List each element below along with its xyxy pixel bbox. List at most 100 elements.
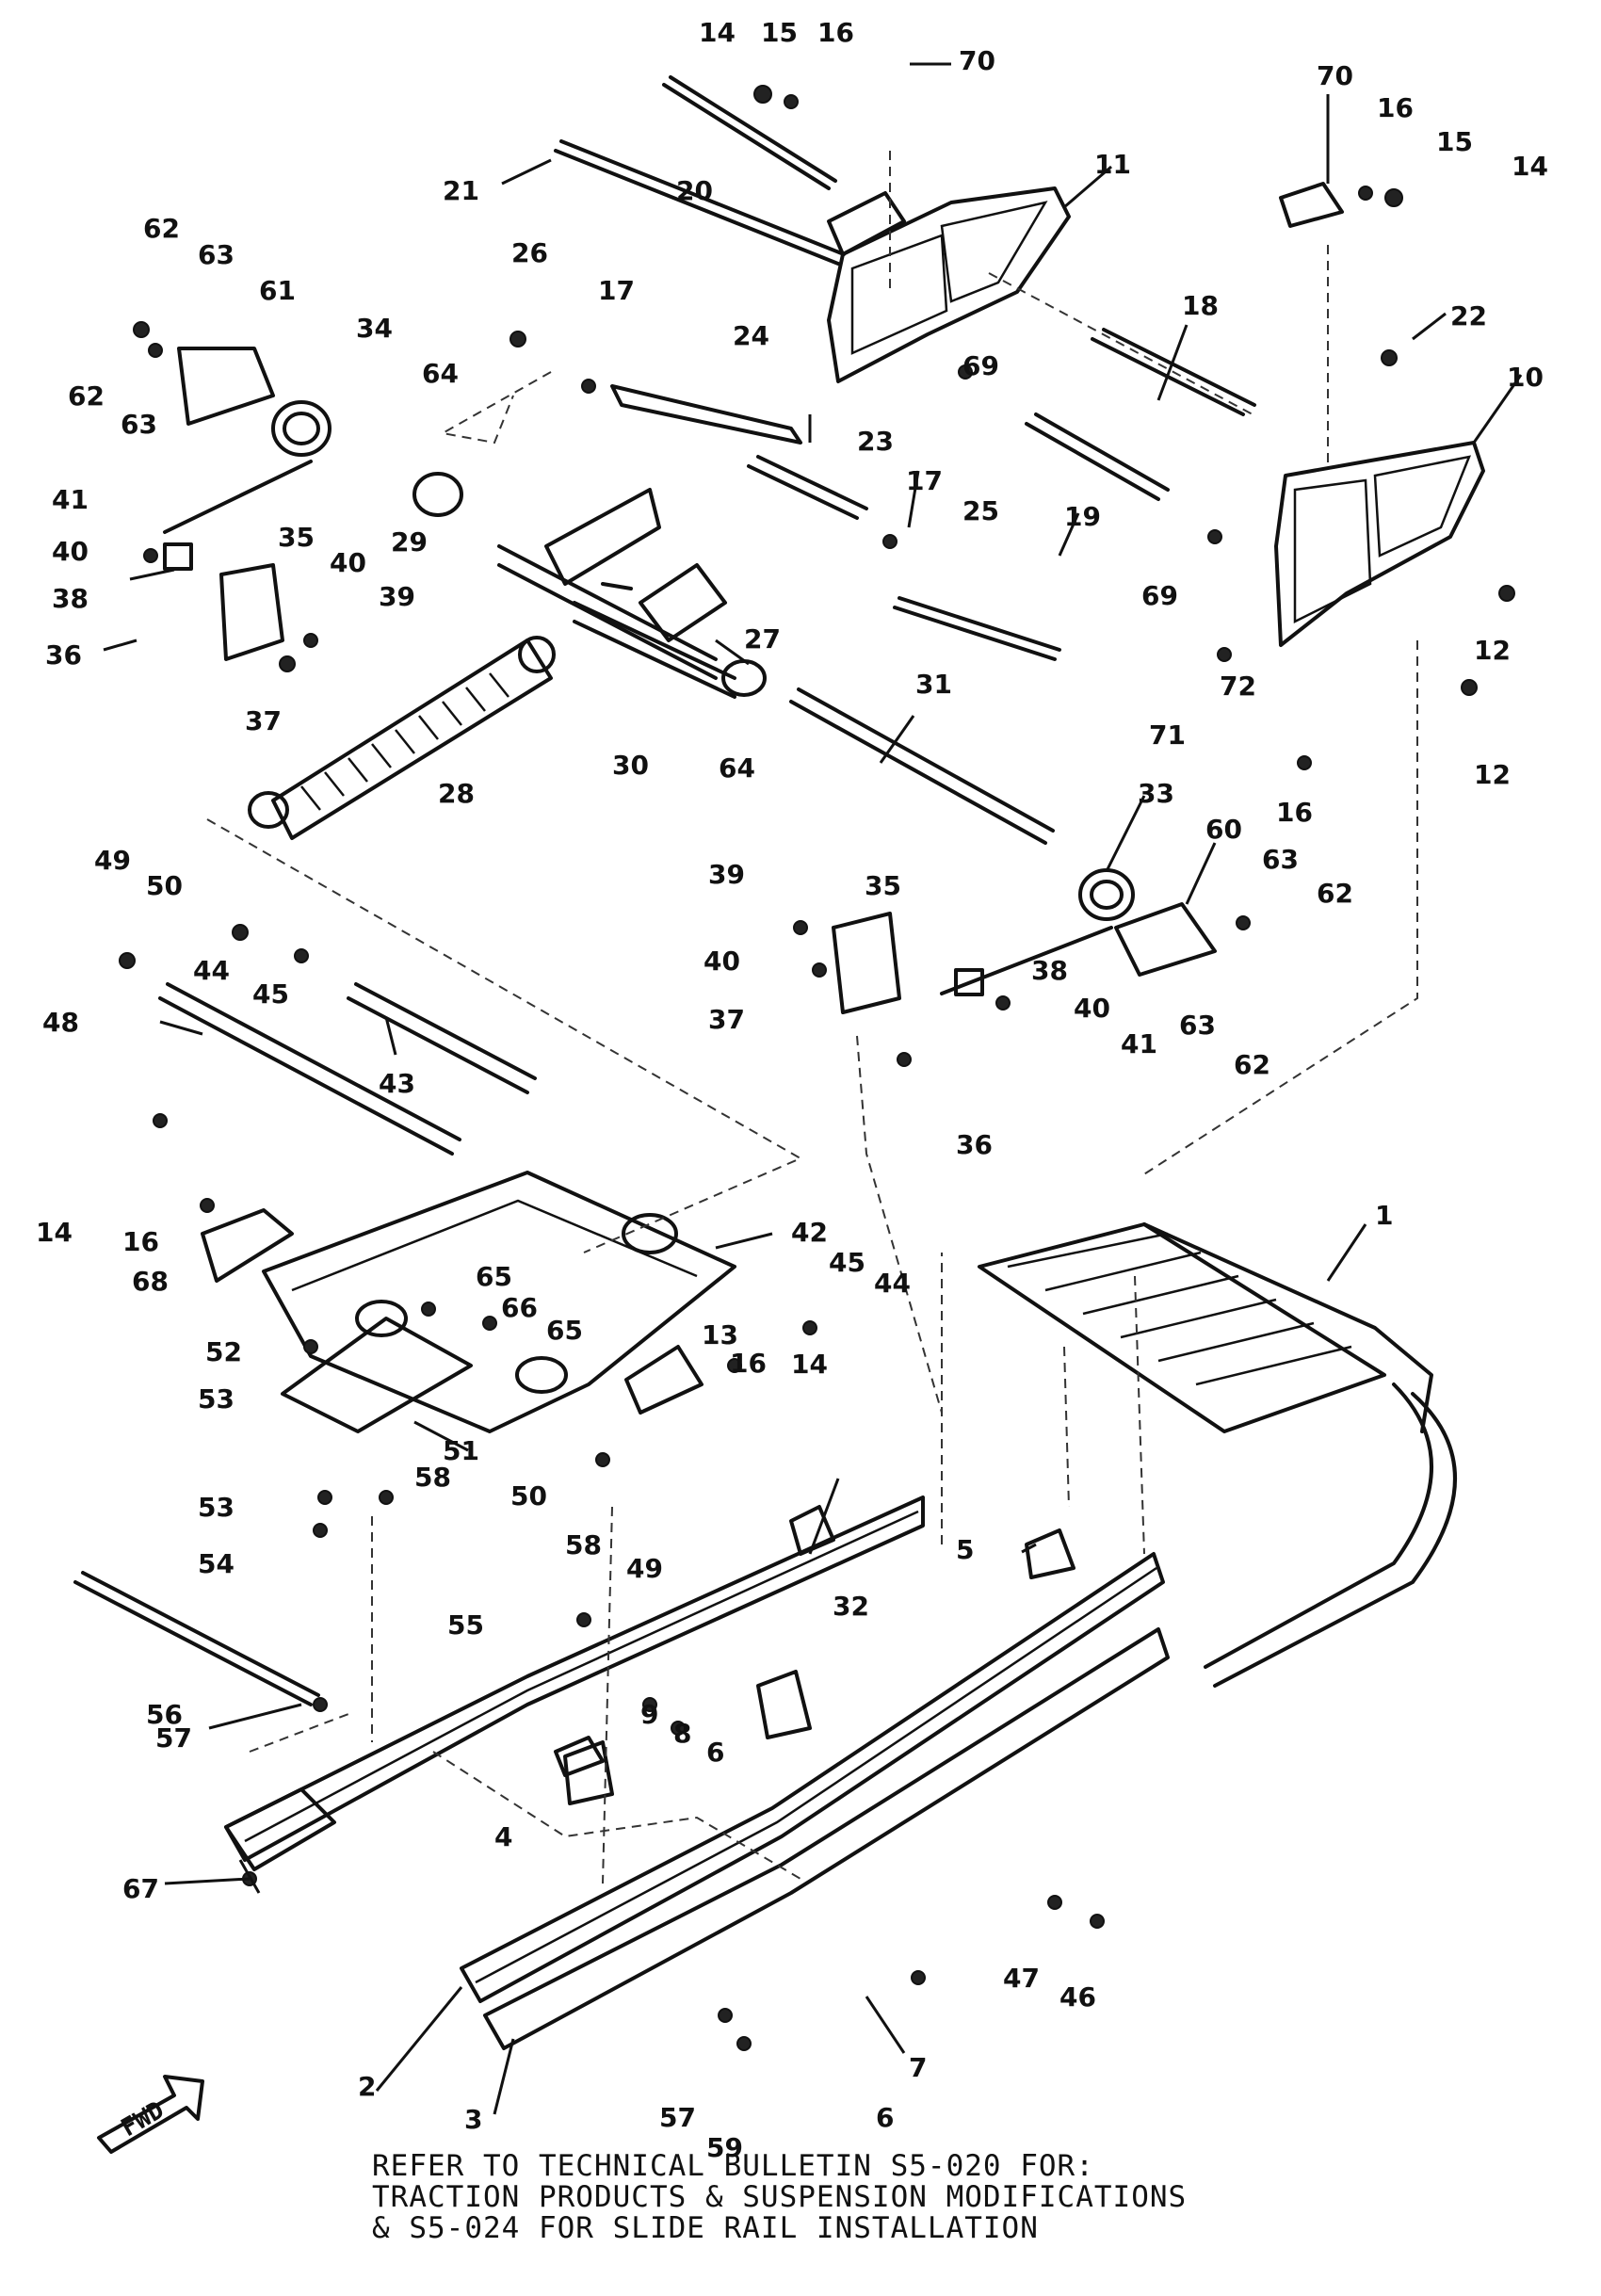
part-label-16b: 16 bbox=[1377, 92, 1414, 123]
part-label-49b: 49 bbox=[626, 1553, 663, 1584]
part-label-21: 21 bbox=[443, 175, 479, 206]
part-label-72: 72 bbox=[1220, 671, 1256, 702]
shock-absorber-28 bbox=[248, 636, 556, 840]
part-label-62b: 62 bbox=[68, 380, 105, 412]
part-label-33: 33 bbox=[1138, 778, 1174, 809]
part-label-38a: 38 bbox=[52, 583, 89, 614]
part-label-15b: 15 bbox=[1436, 126, 1473, 157]
leader-lines bbox=[103, 62, 1523, 2115]
part-label-60: 60 bbox=[1205, 814, 1242, 845]
part-label-16a: 16 bbox=[817, 17, 854, 48]
part-label-64b: 64 bbox=[719, 752, 755, 784]
front-arm-42 bbox=[262, 1171, 736, 1433]
front-arm-assembly bbox=[412, 384, 802, 699]
part-label-34: 34 bbox=[356, 313, 393, 344]
part-label-40b: 40 bbox=[330, 547, 366, 578]
torsion-springs bbox=[177, 347, 1217, 977]
part-label-43: 43 bbox=[379, 1068, 415, 1099]
forward-arrow-icon: FWD bbox=[97, 2075, 204, 2154]
part-label-10: 10 bbox=[1507, 362, 1544, 393]
small-brackets bbox=[201, 182, 1344, 1805]
part-label-4: 4 bbox=[494, 1821, 512, 1852]
note-line-1: REFER TO TECHNICAL BULLETIN S5-020 FOR: bbox=[372, 2149, 1094, 2183]
part-label-23: 23 bbox=[857, 426, 894, 457]
part-label-14c: 14 bbox=[36, 1217, 73, 1248]
part-label-68: 68 bbox=[132, 1266, 169, 1297]
part-label-58a: 58 bbox=[414, 1462, 451, 1493]
part-label-7: 7 bbox=[909, 2052, 927, 2083]
part-label-38b: 38 bbox=[1031, 955, 1068, 986]
note-line-3: & S5-024 FOR SLIDE RAIL INSTALLATION bbox=[372, 2211, 1039, 2245]
part-label-51: 51 bbox=[443, 1435, 479, 1466]
part-label-1: 1 bbox=[1375, 1200, 1393, 1231]
part-label-24: 24 bbox=[733, 320, 769, 351]
part-label-25: 25 bbox=[962, 495, 999, 526]
part-label-66: 66 bbox=[501, 1292, 538, 1323]
part-label-28: 28 bbox=[438, 778, 475, 809]
part-label-58b: 58 bbox=[565, 1529, 602, 1560]
rear-arm-bracket-11 bbox=[827, 186, 1071, 383]
part-label-16c: 16 bbox=[1276, 797, 1313, 828]
part-label-64a: 64 bbox=[422, 358, 459, 389]
part-label-57a: 57 bbox=[155, 1722, 192, 1754]
part-label-14d: 14 bbox=[791, 1349, 828, 1380]
part-label-40d: 40 bbox=[1074, 993, 1110, 1024]
part-label-41b: 41 bbox=[1121, 1028, 1157, 1059]
part-label-14b: 14 bbox=[1512, 151, 1548, 182]
shafts bbox=[73, 75, 1256, 1706]
part-label-27: 27 bbox=[744, 623, 781, 655]
part-label-37b: 37 bbox=[708, 1004, 745, 1035]
part-label-40c: 40 bbox=[703, 946, 740, 977]
part-label-59: 59 bbox=[706, 2132, 743, 2163]
part-label-69b: 69 bbox=[1141, 580, 1178, 611]
part-label-44b: 44 bbox=[874, 1268, 911, 1299]
part-label-67: 67 bbox=[122, 1873, 159, 1904]
part-label-50a: 50 bbox=[146, 870, 183, 901]
part-label-61: 61 bbox=[259, 275, 296, 306]
part-label-6b: 6 bbox=[876, 2102, 894, 2133]
part-label-35b: 35 bbox=[865, 870, 901, 901]
part-label-32: 32 bbox=[833, 1591, 869, 1622]
part-label-69a: 69 bbox=[962, 350, 999, 381]
part-label-65b: 65 bbox=[546, 1315, 583, 1346]
part-label-63a: 63 bbox=[198, 239, 234, 270]
part-label-48: 48 bbox=[42, 1007, 79, 1038]
part-label-35a: 35 bbox=[278, 522, 315, 553]
part-label-63b: 63 bbox=[121, 409, 157, 440]
part-label-41a: 41 bbox=[52, 484, 89, 515]
part-label-9: 9 bbox=[640, 1699, 658, 1730]
part-label-36a: 36 bbox=[45, 639, 82, 671]
part-label-62c: 62 bbox=[1317, 878, 1353, 909]
part-label-54: 54 bbox=[198, 1548, 234, 1579]
part-label-2: 2 bbox=[358, 2071, 376, 2102]
part-label-37a: 37 bbox=[245, 705, 282, 736]
part-label-20: 20 bbox=[676, 175, 713, 206]
hardware bbox=[119, 85, 1515, 2051]
part-label-52: 52 bbox=[205, 1336, 242, 1367]
part-label-45b: 45 bbox=[829, 1247, 865, 1278]
part-label-56: 56 bbox=[146, 1699, 183, 1730]
part-label-17a: 17 bbox=[598, 275, 635, 306]
part-label-36b: 36 bbox=[956, 1129, 993, 1160]
part-label-70a: 70 bbox=[959, 45, 995, 76]
part-label-18: 18 bbox=[1182, 290, 1219, 321]
part-label-70b: 70 bbox=[1317, 60, 1353, 91]
part-label-39b: 39 bbox=[708, 859, 745, 890]
part-label-31: 31 bbox=[915, 669, 952, 700]
part-label-16d: 16 bbox=[122, 1226, 159, 1257]
part-label-29: 29 bbox=[391, 526, 428, 558]
part-label-22: 22 bbox=[1450, 300, 1487, 331]
part-label-45a: 45 bbox=[252, 978, 289, 1010]
part-label-26: 26 bbox=[511, 237, 548, 268]
part-label-17b: 17 bbox=[906, 465, 943, 496]
part-label-14a: 14 bbox=[699, 17, 736, 48]
part-label-62a: 62 bbox=[143, 213, 180, 244]
part-label-53b: 53 bbox=[198, 1492, 234, 1523]
part-label-49a: 49 bbox=[94, 845, 131, 876]
part-label-55: 55 bbox=[447, 1609, 484, 1641]
part-label-12a: 12 bbox=[1474, 635, 1511, 666]
part-label-16e: 16 bbox=[730, 1348, 767, 1379]
part-label-42: 42 bbox=[791, 1217, 828, 1248]
note-line-2: TRACTION PRODUCTS & SUSPENSION MODIFICAT… bbox=[372, 2180, 1188, 2214]
